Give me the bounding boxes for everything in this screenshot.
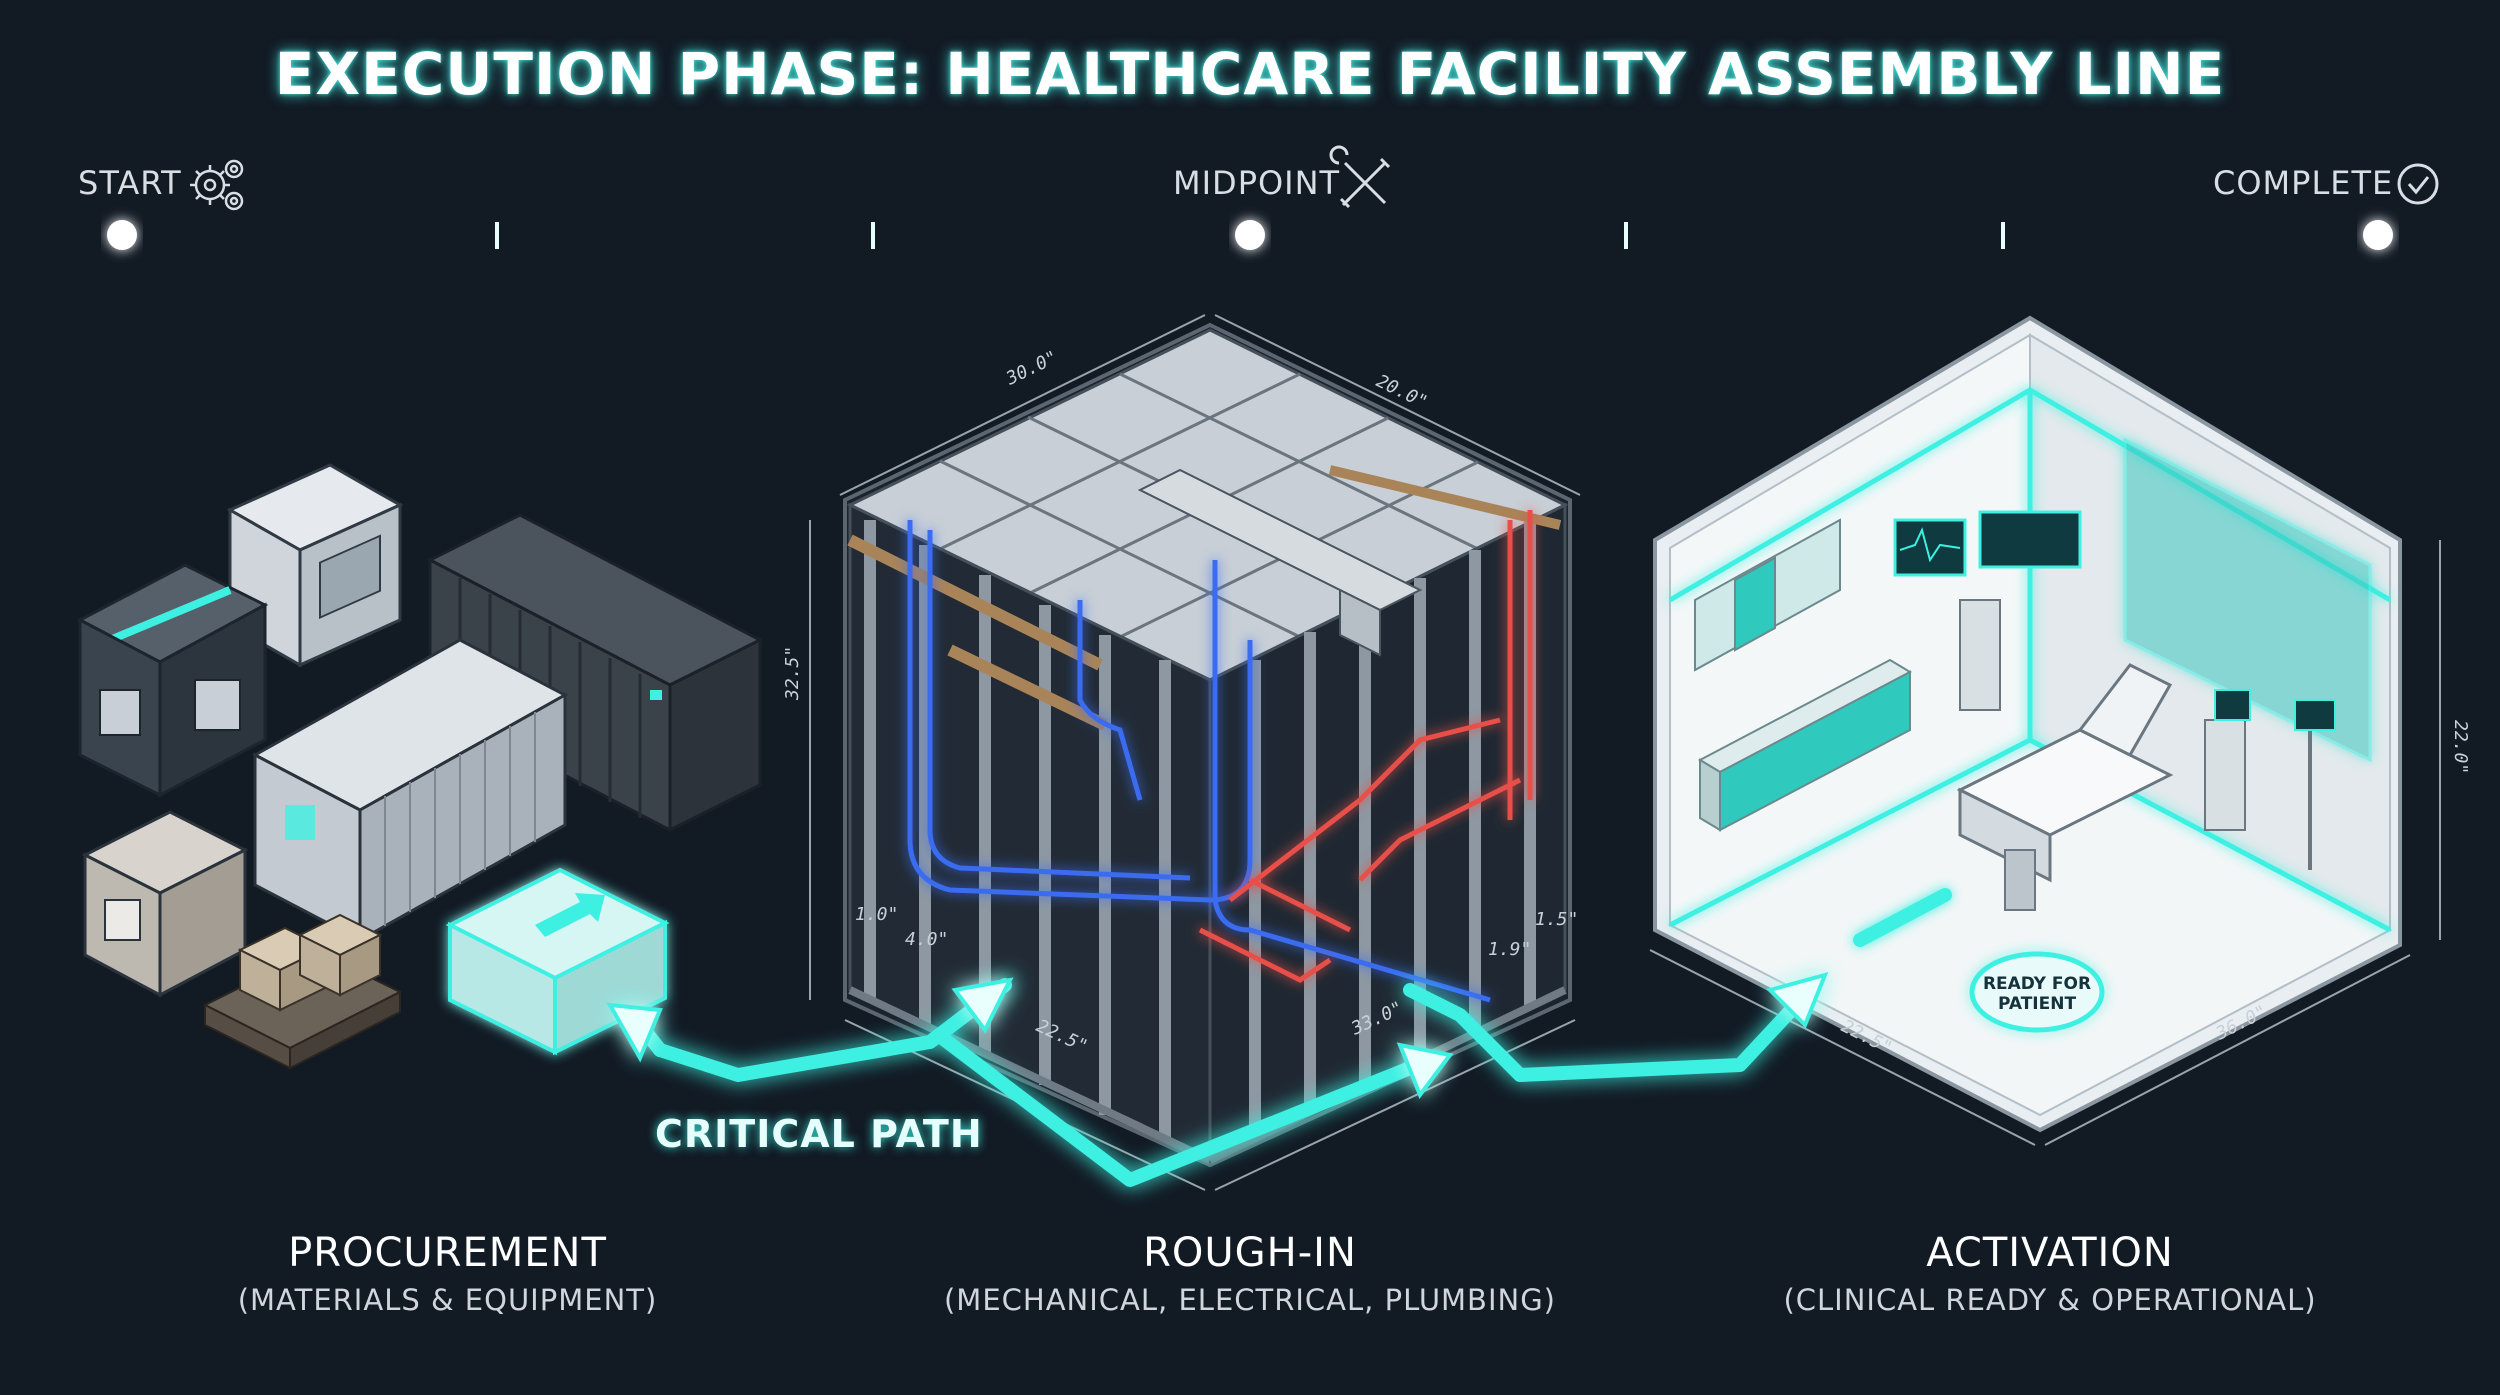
- white-crate: [226, 463, 404, 668]
- timeline-mid-node: [1235, 220, 1265, 250]
- phase-rough-in-title: ROUGH-IN: [1143, 1230, 1357, 1276]
- critical-path-arrowheads: [606, 972, 1829, 1100]
- phase-procurement-title: PROCUREMENT: [288, 1230, 607, 1276]
- dim-top-left: 30.0": [1002, 347, 1061, 390]
- wrench-screwdriver-icon: [1329, 145, 1391, 209]
- dim-left-height: 32.5": [782, 646, 803, 701]
- dark-crate: [76, 563, 269, 798]
- timeline-ticks: [495, 222, 2005, 249]
- timeline-start-node: [107, 220, 137, 250]
- timeline-end-label: COMPLETE: [2213, 164, 2394, 202]
- boxes-on-pallet: [202, 913, 403, 1070]
- phase-procurement-subtitle: (MATERIALS & EQUIPMENT): [237, 1283, 658, 1317]
- badge-line-1: READY FOR: [1983, 974, 2091, 994]
- phase-rough-in-subtitle: (MECHANICAL, ELECTRICAL, PLUMBING): [943, 1283, 1556, 1317]
- check-circle-icon: [2397, 163, 2439, 205]
- page-title: EXECUTION PHASE: HEALTHCARE FACILITY ASS…: [274, 40, 2226, 108]
- phase-activation-subtitle: (CLINICAL READY & OPERATIONAL): [1783, 1283, 2317, 1317]
- phase-activation-title: ACTIVATION: [1926, 1230, 2174, 1276]
- timeline-start-label: START: [78, 164, 182, 202]
- procurement-illustration: [76, 463, 764, 1070]
- small-wood-crate: [81, 810, 249, 998]
- activation-illustration: READY FOR PATIENT 22.0" 22.5" 36.0": [1649, 315, 2471, 1146]
- timeline-end-node: [2363, 220, 2393, 250]
- dim-right-height: 22.0": [2450, 720, 2471, 774]
- dim-bottom-e: 1.9": [1488, 939, 1531, 960]
- dim-bottom-a: 1.0": [855, 904, 898, 925]
- critical-path-label: CRITICAL PATH: [655, 1112, 983, 1156]
- ready-for-patient-badge: READY FOR PATIENT: [1969, 951, 2105, 1033]
- badge-line-2: PATIENT: [1998, 994, 2076, 1014]
- gears-icon: [190, 159, 244, 211]
- glowing-pallet: [445, 867, 670, 1056]
- white-shipping-container: [251, 638, 569, 943]
- dim-bottom-b: 4.0": [905, 929, 948, 950]
- rough-in-illustration: 30.0" 20.0" 32.5" 1.0" 4.0" 22.5" 33.0" …: [782, 314, 1581, 1191]
- dim-bottom-f: 1.5": [1535, 909, 1578, 930]
- timeline-mid-label: MIDPOINT: [1173, 164, 1341, 202]
- critical-path-arrows: [623, 978, 1817, 1187]
